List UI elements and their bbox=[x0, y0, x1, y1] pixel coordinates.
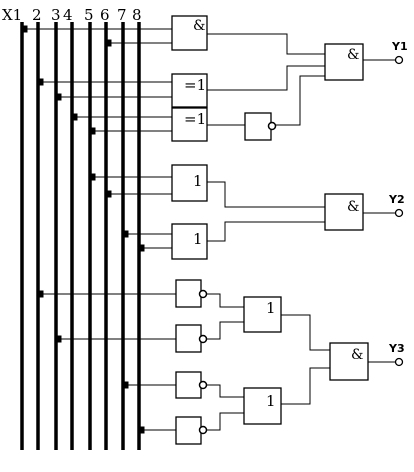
and-gate-1: & bbox=[171, 15, 208, 51]
input-label-3: 3 bbox=[51, 6, 61, 24]
output-label-y2: Y2 bbox=[388, 193, 405, 206]
input-label-8: 8 bbox=[132, 6, 142, 24]
not-gate-1-inversion-circle bbox=[267, 121, 277, 131]
and-gate-y3: & bbox=[329, 342, 369, 381]
and-gate-1-symbol: & bbox=[193, 18, 205, 34]
and-gate-y3-symbol: & bbox=[351, 347, 363, 363]
input-bus-lines bbox=[20, 22, 141, 450]
or-gate-3-symbol: 1 bbox=[266, 299, 276, 317]
not-gate-3 bbox=[175, 324, 208, 353]
input-label-4: 4 bbox=[63, 6, 73, 24]
input-label-6: 6 bbox=[100, 6, 110, 24]
tap-points bbox=[21, 25, 145, 434]
and-gate-y1-symbol: & bbox=[347, 47, 359, 63]
input-label-7: 7 bbox=[117, 6, 127, 24]
and-gate-y2-symbol: & bbox=[347, 199, 359, 215]
input-wires bbox=[22, 28, 176, 431]
or-gate-1: 1 bbox=[171, 164, 208, 202]
and-gate-y2: & bbox=[324, 193, 364, 231]
or-gate-3: 1 bbox=[243, 296, 282, 333]
or-gate-4-symbol: 1 bbox=[266, 392, 276, 410]
or-gate-1-symbol: 1 bbox=[193, 172, 203, 190]
xor-gate-1: =1 bbox=[171, 73, 208, 108]
internal-wires bbox=[207, 33, 396, 431]
and-gate-y1: & bbox=[324, 43, 364, 81]
output-terminal-y2 bbox=[394, 208, 404, 218]
output-label-y1: Y1 bbox=[391, 40, 408, 53]
output-label-y3: Y3 bbox=[388, 342, 405, 355]
not-gate-2 bbox=[175, 279, 208, 308]
or-gate-4: 1 bbox=[243, 387, 282, 425]
or-gate-2: 1 bbox=[171, 223, 208, 260]
not-gate-4 bbox=[175, 371, 208, 399]
input-label-2: 2 bbox=[32, 6, 42, 24]
input-label-x1: X1 bbox=[2, 6, 22, 24]
xor-gate-2-symbol: =1 bbox=[184, 110, 206, 128]
not-gate-1 bbox=[244, 112, 277, 141]
xor-gate-2: =1 bbox=[171, 107, 208, 142]
or-gate-2-symbol: 1 bbox=[193, 230, 203, 248]
input-label-5: 5 bbox=[84, 6, 94, 24]
output-terminal-y1 bbox=[394, 55, 404, 65]
output-terminal-y3 bbox=[394, 357, 404, 367]
xor-gate-1-symbol: =1 bbox=[184, 76, 206, 94]
not-gate-5 bbox=[175, 416, 208, 445]
